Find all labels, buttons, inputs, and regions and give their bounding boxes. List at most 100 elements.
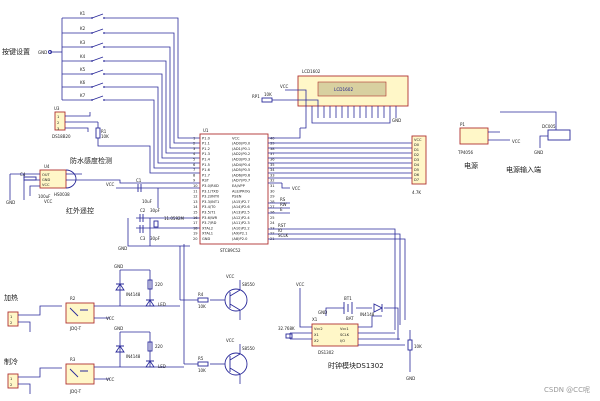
net-rw: RW (280, 202, 287, 207)
mcu-left-pin-number: 9 (193, 179, 196, 183)
power-jack-gnd: GND (534, 150, 543, 155)
mcu-left-pin-number: 4 (193, 152, 196, 156)
lcd-header-pin: D7 (414, 178, 419, 182)
mcu-right-pin: (A9)P2.1 (232, 232, 247, 236)
ir-part: HS0038 (54, 192, 70, 197)
mcu-left-pin: P1.6 (202, 168, 211, 172)
c3-ref: C3 (140, 236, 146, 241)
y1-val: 11.0592M (164, 216, 185, 221)
heating-relay-circuit: 12 R2 JDQ-T VCC IN4148 LED 220 GND S8550… (7, 246, 255, 332)
q2-vcc: VCC (226, 338, 235, 343)
svg-text:SCLK: SCLK (340, 333, 350, 337)
key-k3: K3 (62, 40, 200, 149)
svg-text:1: 1 (10, 377, 12, 381)
mcu-right-pin: (A10)P2.2 (232, 226, 250, 230)
key-k7: K7 (62, 93, 200, 169)
label-power: 电源 (464, 161, 478, 170)
mcu-right-pin: (AD4)P0.4 (232, 163, 251, 167)
mcu-right-pin-number: 24 (270, 221, 275, 225)
mcu-left-pin: P1.4 (202, 158, 211, 162)
key-k6: K6 (62, 80, 200, 164)
mcu-left-pin-number: 6 (193, 163, 196, 167)
bat-gnd: GND (318, 310, 327, 315)
label-ir-remote: 红外遥控 (66, 206, 94, 215)
mcu-right-pin-number: 28 (270, 200, 275, 204)
power-regulator: P1 TP4056 VCC 电源 (457, 122, 521, 170)
svg-text:2: 2 (10, 321, 12, 325)
mcu-right-pin: (A15)P2.7 (232, 200, 250, 204)
key-k4: K4 (62, 54, 200, 154)
mcu-left-pin: GND (202, 237, 210, 241)
mcu-left-pin-number: 5 (193, 158, 195, 162)
svg-text:3: 3 (57, 127, 59, 131)
mcu-left-pin: RST (202, 179, 210, 183)
svg-text:1: 1 (57, 115, 59, 119)
power-input-jack: DC005 GND 电源输入端 (500, 111, 571, 174)
key-gnd-label: GND (38, 50, 47, 55)
mcu-left-pin-number: 16 (193, 216, 198, 220)
c3-val: 30pF (150, 236, 161, 241)
svg-text:X2: X2 (314, 339, 319, 343)
c2-ref: C2 (140, 208, 146, 213)
mcu-left-pin-number: 10 (193, 184, 198, 188)
net-e: E (280, 207, 283, 212)
crystal2-val: 32.768K (278, 326, 295, 331)
svg-text:X1: X1 (314, 333, 319, 337)
mcu-right-pin: (AD1)P0.1 (232, 147, 250, 151)
mcu-left-pin: P1.0 (202, 136, 211, 140)
key-k1-label: K1 (80, 11, 86, 16)
label-power-input: 电源输入端 (506, 165, 541, 174)
mcu-left-pin-number: 2 (193, 142, 195, 146)
c1-val: 10uF (142, 199, 153, 204)
mcu-right-pin-number: 33 (270, 173, 275, 177)
mcu-vcc-label: VCC (292, 186, 301, 191)
lcd-header-pin: D2 (414, 153, 419, 157)
lcd-header-pin: VCC (414, 138, 422, 142)
reset-circuit: C1 10uF VCC (106, 178, 200, 208)
mcu-left-pin-number: 11 (193, 189, 198, 193)
mcu-left-pin-number: 19 (193, 232, 198, 236)
mcu-left-pin: XTAL1 (202, 232, 213, 236)
key-k6-label: K6 (80, 80, 86, 85)
label-heating: 加热 (4, 293, 18, 302)
mcu-right-pin-number: 37 (270, 152, 275, 156)
mcu-right-pin: (AD7)P0.7 (232, 179, 250, 183)
r8-val: 10K (414, 344, 422, 349)
ds18b20-ref: U3 (54, 106, 60, 111)
mcu-left-pin: P1.3 (202, 152, 210, 156)
svg-text:GND: GND (42, 178, 50, 182)
power-vcc: VCC (512, 139, 521, 144)
mcu-left-pin-number: 1 (193, 136, 195, 140)
crystal-oscillator: C2 30pF C3 30pF 11.0592M GND (118, 208, 200, 251)
r4-ref: R4 (198, 292, 204, 297)
mcu-right-pin-number: 39 (270, 142, 275, 146)
mcu-right-pin-number: 26 (270, 211, 275, 215)
mcu-right-pin: (AD6)P0.6 (232, 173, 251, 177)
q2-part: S8550 (242, 346, 255, 351)
c4-val: 100uF (38, 194, 51, 199)
ds18b20-sensor: U3 123 DS18B20 R1 10K (52, 106, 200, 174)
lcd-screen-label: LCD1602 (334, 87, 353, 92)
rp1-val: 10K (264, 92, 272, 97)
r1-ref: R1 (101, 129, 107, 134)
watermark: CSDN @CC呢 (544, 386, 590, 394)
ir-ref: U4 (44, 164, 50, 169)
mcu-p0-bus: VCC RS RW E RST IO SCLK (268, 128, 412, 330)
key-k5: K5 (62, 67, 200, 159)
svg-text:VCC: VCC (42, 183, 50, 187)
lcd-header-pin: D3 (414, 158, 419, 162)
key-k5-label: K5 (80, 67, 86, 72)
mcu-left-pin: P3.6/WR (202, 216, 218, 220)
mcu-part: STC89C52 (220, 248, 241, 253)
mcu-right-pin: (AD5)P0.5 (232, 168, 250, 172)
mcu-left-pin: P3.4/T0 (202, 205, 216, 209)
lcd-header-pin: D6 (414, 173, 420, 177)
svg-text:1: 1 (10, 315, 12, 319)
mcu-left-pin: P3.2/INT0 (202, 195, 220, 199)
svg-text:Vcc2: Vcc2 (314, 327, 323, 331)
mcu-right-pin-number: 31 (270, 184, 275, 188)
lcd-header-pin: D4 (414, 163, 420, 167)
c4-ref: C4 (20, 172, 26, 177)
lcd-header-pin: D1 (414, 148, 419, 152)
